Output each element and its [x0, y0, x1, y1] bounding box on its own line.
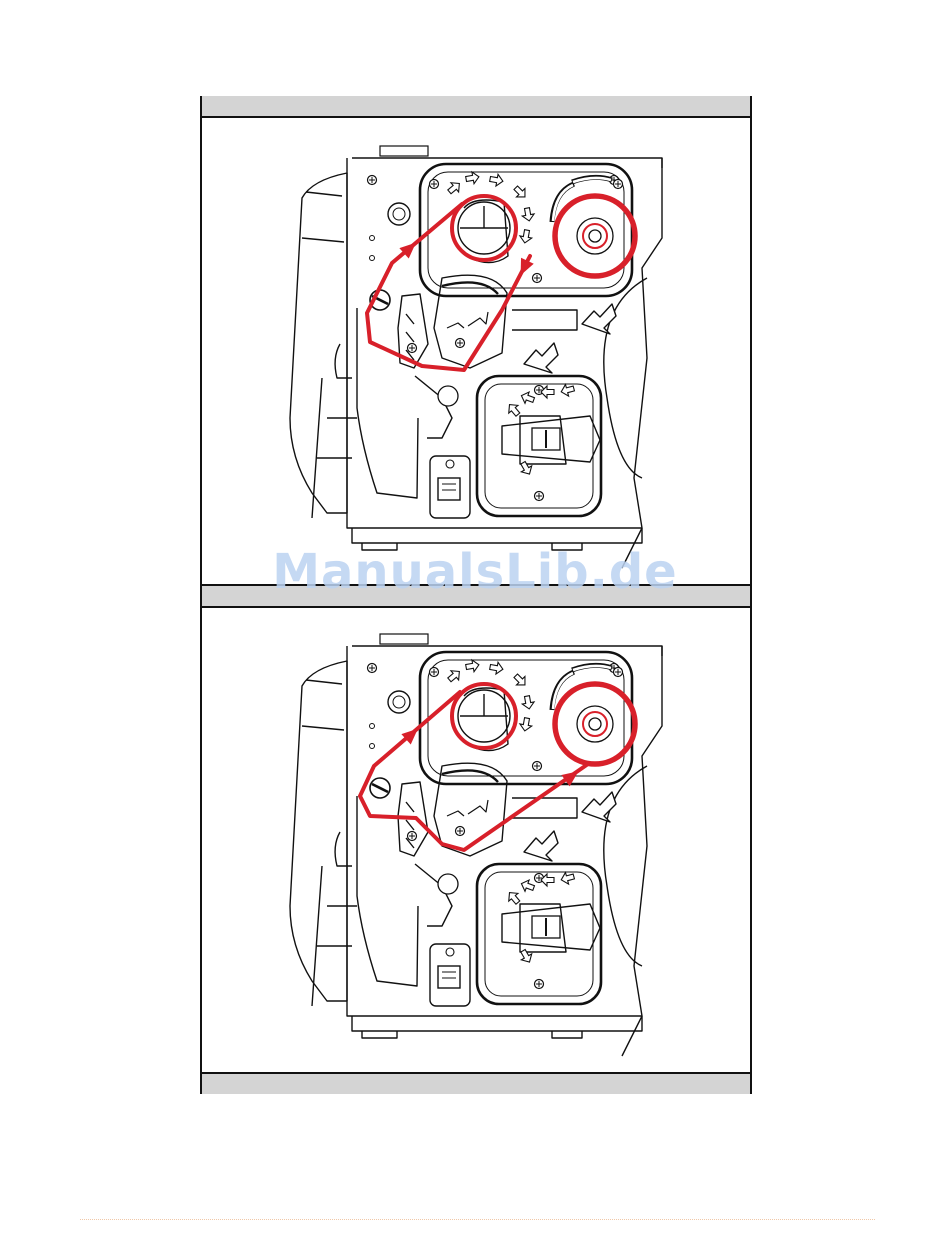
latch-slots [406, 314, 414, 360]
guide-arrow-lower [524, 343, 558, 373]
port-socket [438, 966, 460, 988]
printhead-bracket [434, 763, 507, 856]
arrow-icon-rw-3 [489, 173, 504, 187]
front-cover-lines [312, 378, 357, 518]
arrow-icon-rw-4 [512, 184, 530, 202]
printer-diagram-2 [202, 606, 750, 1072]
supply-spindle-screw [589, 230, 601, 242]
port-led [446, 460, 454, 468]
head-release-glyph [447, 800, 488, 816]
head-release-glyph [447, 312, 488, 328]
front-latch [335, 344, 352, 378]
supply-spindle-screw [589, 718, 601, 730]
arrow-icon-rw-6 [519, 229, 533, 244]
port-led [446, 948, 454, 956]
ribbon-direction-arrow-2 [514, 258, 533, 278]
front-cover-lines [312, 866, 357, 1006]
figure-footer-band [202, 1072, 750, 1094]
top-latch [380, 634, 428, 644]
cover-ribs [302, 192, 344, 242]
cover-ribs [302, 680, 344, 730]
port-socket [438, 478, 460, 500]
arrow-icon-rw-2 [465, 659, 480, 673]
figure-header-band [202, 96, 750, 118]
sensor-window-inner [393, 696, 405, 708]
arrow-icon-rw-2 [465, 171, 480, 185]
tear-bar [415, 376, 452, 438]
arrow-icon-rw-5 [521, 207, 535, 222]
pinch-roller [438, 874, 458, 894]
pinch-roller [438, 386, 458, 406]
arrow-icon-rw-1 [446, 667, 464, 685]
guide-arrow-lower [524, 831, 558, 861]
hole-2 [370, 744, 375, 749]
figure-frame [200, 96, 752, 1094]
arrow-icon-media-3 [560, 871, 576, 886]
latch-slots [406, 802, 414, 848]
printer-cover-outline [290, 661, 347, 1001]
arrow-icon-media-1 [519, 878, 535, 894]
arrow-icon-rw-1 [446, 179, 464, 197]
hole-1 [370, 236, 375, 241]
front-latch [335, 832, 352, 866]
hole-1 [370, 724, 375, 729]
printer-cover-outline [290, 173, 347, 513]
right-cut-edge [622, 646, 662, 1056]
right-cut-edge [622, 158, 662, 568]
guide-arrow-right [582, 792, 616, 822]
arrow-icon-media-1 [519, 390, 535, 406]
panel-ribbon-path-1 [202, 118, 750, 584]
panel-ribbon-path-2 [202, 606, 750, 1072]
printer-diagram-1 [202, 118, 750, 584]
arrow-icon-rw-3 [489, 661, 504, 675]
chassis-base [352, 528, 642, 543]
arrow-icon-media-3 [560, 383, 576, 398]
feet [362, 543, 582, 550]
ribbon-guide-bar [512, 310, 577, 330]
guide-arrow-right [582, 304, 616, 334]
sensor-window-inner [393, 208, 405, 220]
figure-divider-band [202, 584, 750, 608]
arrow-icon-rw-4 [512, 672, 530, 690]
hole-2 [370, 256, 375, 261]
tear-bar [415, 864, 452, 926]
chassis-base [352, 1016, 642, 1031]
feet [362, 1031, 582, 1038]
arrow-icon-rw-5 [521, 695, 535, 710]
footer-rule [80, 1219, 875, 1220]
arrow-icon-rw-6 [519, 717, 533, 732]
top-latch [380, 146, 428, 156]
